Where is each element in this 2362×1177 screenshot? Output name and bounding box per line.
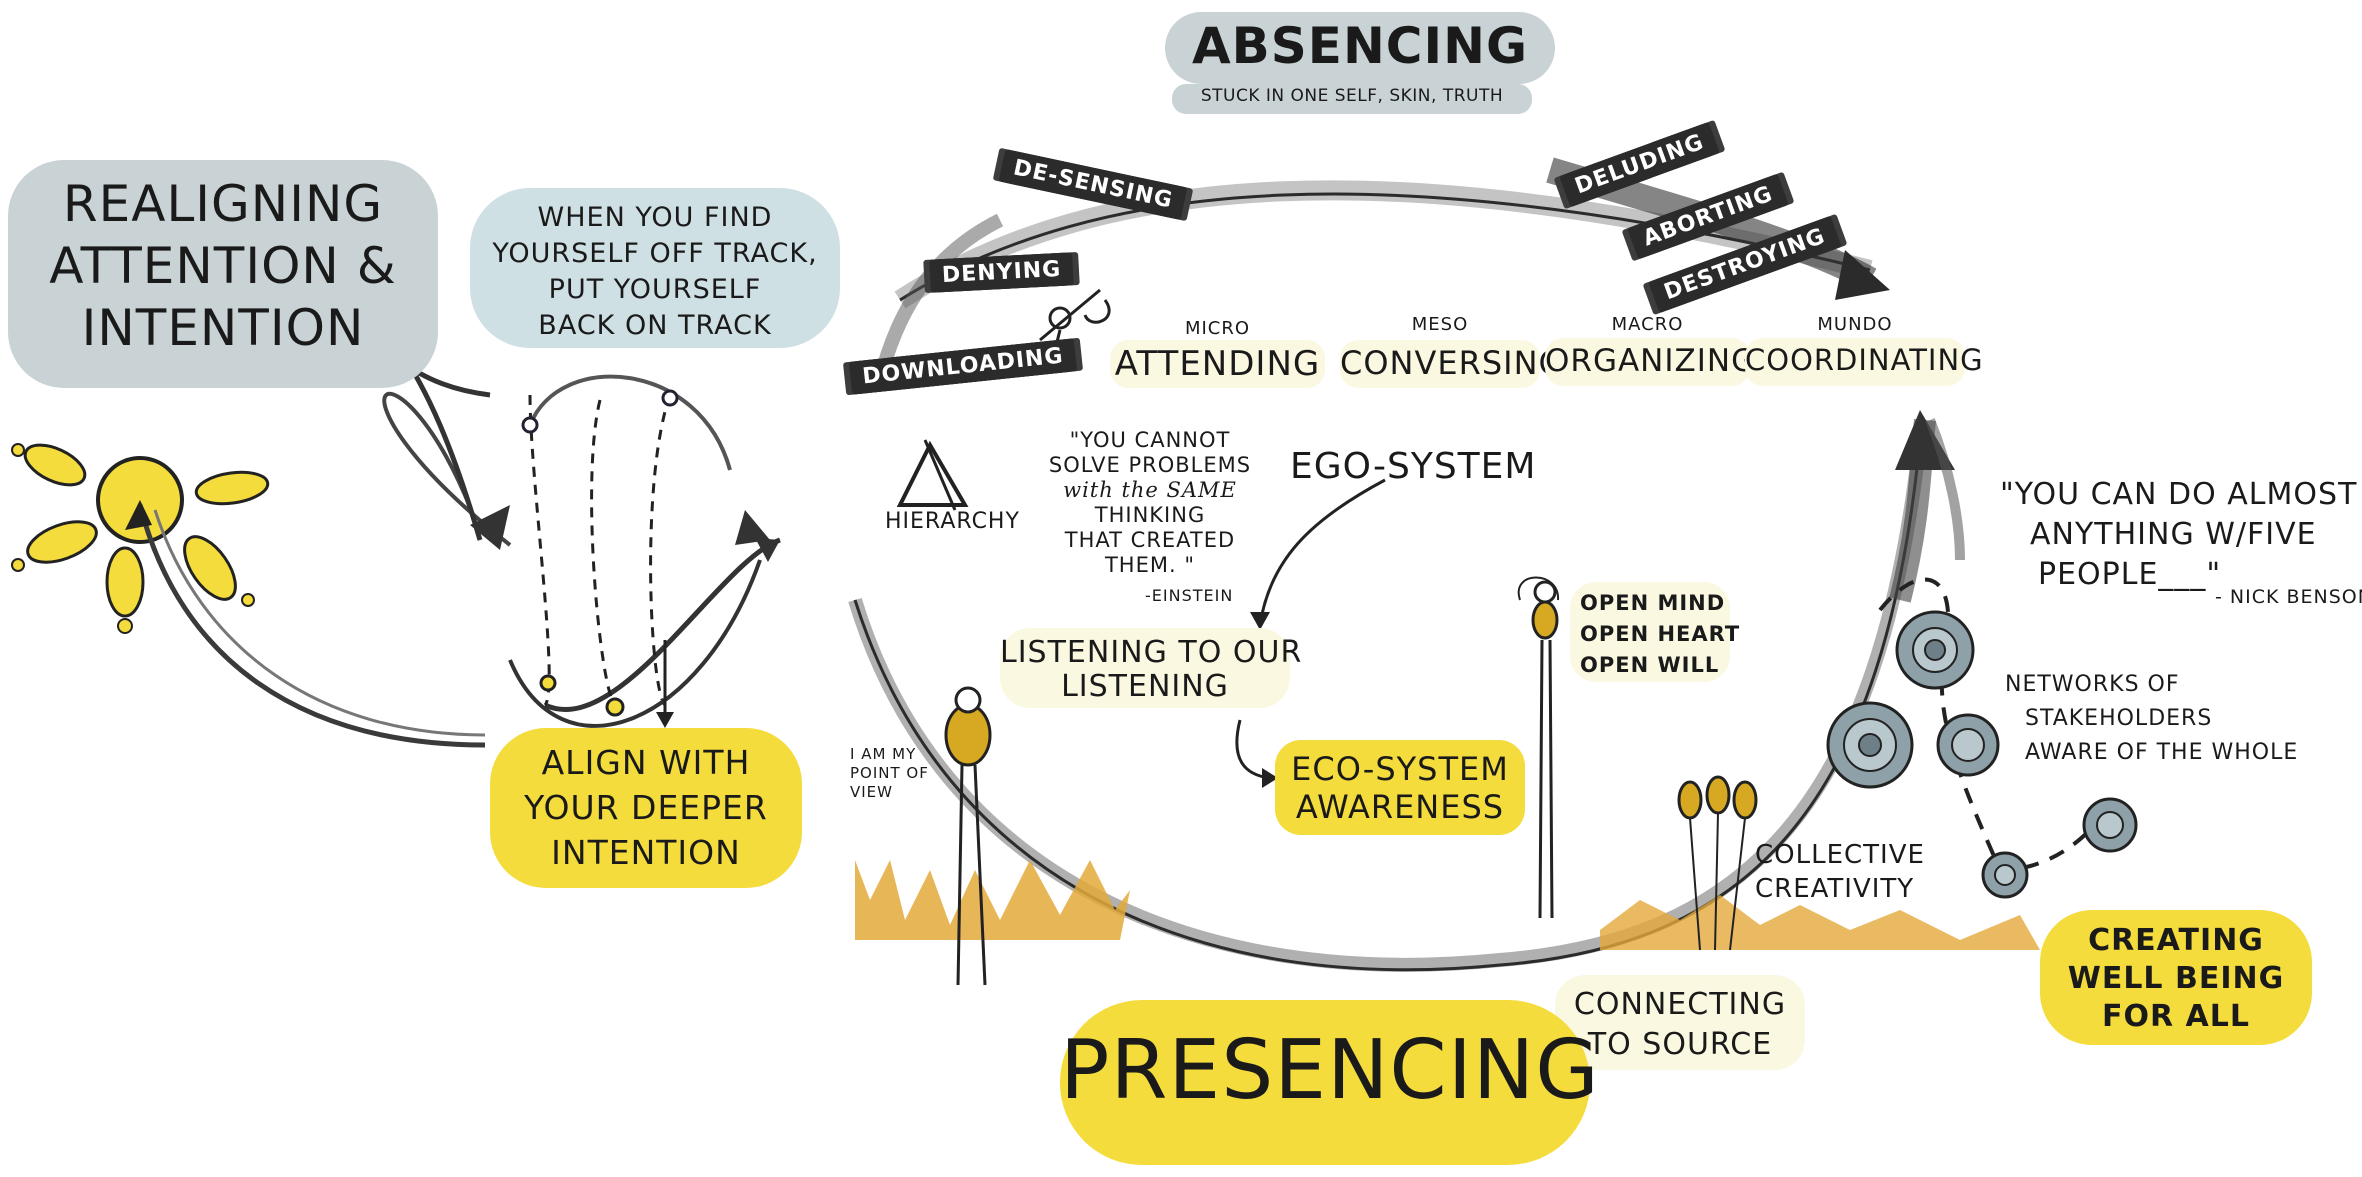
wellbeing-line: WELL BEING — [2067, 961, 2285, 996]
sun-icon — [11, 443, 270, 634]
align-note: ALIGN with YOUR DEEPER INTENTION — [490, 740, 802, 875]
off-track-line: YOURSELF OFF TRACK, — [492, 238, 818, 269]
eco-system-line: AWARENESS — [1295, 788, 1505, 826]
presencing-title: PRESENCING — [1060, 1023, 1600, 1118]
benson-line: "YOU CAN DO ALMOST — [2000, 477, 2358, 512]
realigning-heading: REALIGNING ATTENTION & INTENTION — [8, 173, 438, 359]
benson-line: PEOPLE___" — [2038, 557, 2222, 592]
open-line: OPEN MIND — [1580, 591, 1726, 615]
off-track-line: BACK ON TRACK — [538, 310, 772, 341]
einstein-line: "YOU CANNOT — [1069, 428, 1231, 452]
networks-note: NETWORKS of STAKEHOLDERS AWARE of the WH… — [2005, 668, 2298, 770]
hierarchy-label: HIERARCHY — [885, 509, 1020, 534]
einstein-line: THAT CREATED — [1064, 528, 1236, 552]
realigning-line: ATTENTION & — [49, 237, 397, 295]
align-bg — [490, 728, 802, 888]
eco-system-bg — [1275, 740, 1525, 835]
network-icon — [1826, 577, 2138, 899]
connecting-line: CONNECTING — [1573, 987, 1787, 1022]
off-track-note: WHEN YOU FIND YOURSELF OFF TRACK, PUT YO… — [470, 200, 840, 344]
open-bg — [1570, 582, 1730, 682]
einstein-line: THEM. " — [1104, 553, 1195, 577]
absencing-title-bg — [1165, 12, 1555, 84]
wellbeing-bg — [2040, 910, 2312, 1045]
open-note: OPEN MIND OPEN HEART OPEN WILL — [1580, 588, 1740, 681]
benson-quote: "YOU CAN DO ALMOST ANYTHING w/FIVE PEOPL… — [2000, 475, 2357, 595]
networks-line: STAKEHOLDERS — [2025, 706, 2213, 731]
level-coordinating-bg — [1745, 338, 1965, 386]
level-attending-bg — [1110, 340, 1325, 388]
networks-line: AWARE of the WHOLE — [2025, 740, 2299, 765]
connecting-line: to SOURCE — [1587, 1027, 1773, 1062]
realigning-line: REALIGNING — [62, 175, 384, 233]
wellbeing-note: CREATING WELL BEING for ALL — [2040, 922, 2312, 1036]
connecting-bg — [1555, 975, 1805, 1070]
level-macro-scale: MACRO — [1611, 314, 1684, 335]
eco-system-note: ECO-SYSTEM AWARENESS — [1275, 750, 1525, 826]
absencing-subtitle-bg — [1172, 84, 1532, 114]
wellbeing-line: for ALL — [2102, 999, 2250, 1034]
off-track-bg — [470, 188, 840, 348]
point-of-view-note: I AM MY POINT of VIEW — [850, 745, 929, 802]
level-mundo-scale: MUNDO — [1817, 314, 1893, 335]
listening-line: LISTENING to OUR — [1000, 635, 1303, 670]
benson-author: - NICK BENSON — [2215, 586, 2362, 608]
listening-note: LISTENING to OUR LISTENING — [1000, 635, 1303, 704]
open-line: OPEN WILL — [1580, 653, 1720, 677]
absencing-subtitle: STUCK in ONE SELF, SKIN, TRUTH — [1200, 86, 1504, 106]
einstein-line: SOLVE PROBLEMS — [1048, 453, 1252, 477]
connecting-note: CONNECTING to SOURCE — [1555, 985, 1805, 1065]
collective-note: COLLECTIVE CREATIVITY — [1755, 838, 1925, 906]
benson-line: ANYTHING w/FIVE — [2030, 517, 2317, 552]
networks-line: NETWORKS of — [2005, 672, 2180, 697]
listening-bg — [1000, 628, 1290, 708]
point-of-view-line: VIEW — [850, 783, 893, 801]
off-track-line: PUT YOURSELF — [548, 274, 762, 305]
level-organizing: ORGANIZING — [1545, 343, 1757, 379]
open-line: OPEN HEART — [1580, 622, 1741, 646]
einstein-author: -EINSTEIN — [1145, 586, 1234, 605]
presencing-bg — [1060, 1000, 1590, 1165]
einstein-line: THINKING — [1094, 503, 1206, 527]
level-micro-scale: MICRO — [1184, 318, 1251, 339]
level-organizing-bg — [1545, 338, 1750, 386]
realigning-line: INTENTION — [81, 299, 365, 357]
group-icon — [1677, 775, 1758, 951]
person-icon — [1517, 576, 1560, 919]
listening-line: LISTENING — [1061, 669, 1229, 704]
einstein-quote: "YOU CANNOT SOLVE PROBLEMS with the SAME… — [1035, 428, 1265, 578]
ego-system-label: EGO-SYSTEM — [1290, 446, 1537, 487]
wellbeing-line: CREATING — [2088, 923, 2264, 958]
level-coordinating: COORDINATING — [1745, 343, 1984, 377]
align-line: YOUR DEEPER — [524, 788, 768, 827]
einstein-line: with the SAME — [1063, 478, 1237, 502]
point-of-view-line: POINT of — [850, 764, 929, 782]
ground-brush — [855, 860, 2040, 950]
level-conversing-bg — [1340, 340, 1540, 388]
person-icon — [944, 686, 992, 986]
point-of-view-line: I AM MY — [850, 745, 917, 763]
level-meso-scale: MESO — [1411, 314, 1469, 335]
collective-line: CREATIVITY — [1755, 874, 1915, 904]
eco-system-line: ECO-SYSTEM — [1291, 750, 1509, 788]
level-conversing: CONVERSING — [1340, 344, 1565, 382]
absencing-title: ABSENCING — [1191, 17, 1528, 75]
align-line: INTENTION — [551, 833, 741, 872]
align-line: ALIGN with — [541, 743, 751, 782]
level-attending: ATTENDING — [1114, 344, 1321, 384]
collective-line: COLLECTIVE — [1755, 840, 1925, 870]
realigning-bg — [8, 160, 438, 388]
off-track-line: WHEN YOU FIND — [537, 202, 773, 233]
hierarchy-icon — [896, 439, 969, 511]
